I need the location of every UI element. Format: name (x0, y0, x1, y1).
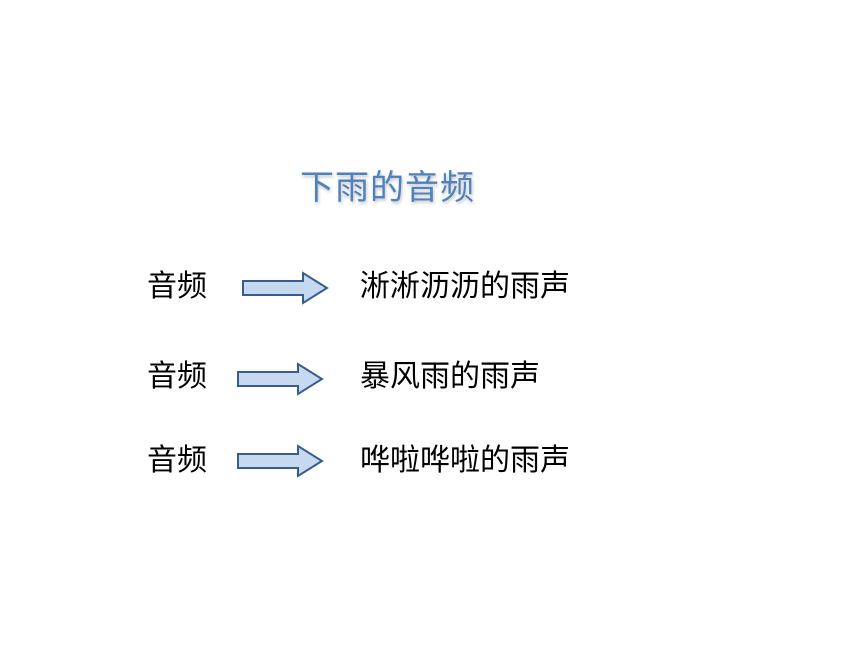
right-arrow-icon (237, 444, 324, 478)
row-1-audio-label[interactable]: 音频 (147, 269, 207, 304)
row-2-audio-label[interactable]: 音频 (147, 359, 207, 394)
right-arrow-icon (237, 362, 324, 396)
row-3-audio-label[interactable]: 音频 (147, 443, 207, 478)
right-arrow-icon (242, 271, 329, 305)
row-1-description: 淅淅沥沥的雨声 (360, 269, 570, 304)
row-2-description: 暴风雨的雨声 (360, 359, 540, 394)
slide-title: 下雨的音频 (300, 168, 475, 208)
row-3-description: 哗啦哗啦的雨声 (360, 443, 570, 478)
